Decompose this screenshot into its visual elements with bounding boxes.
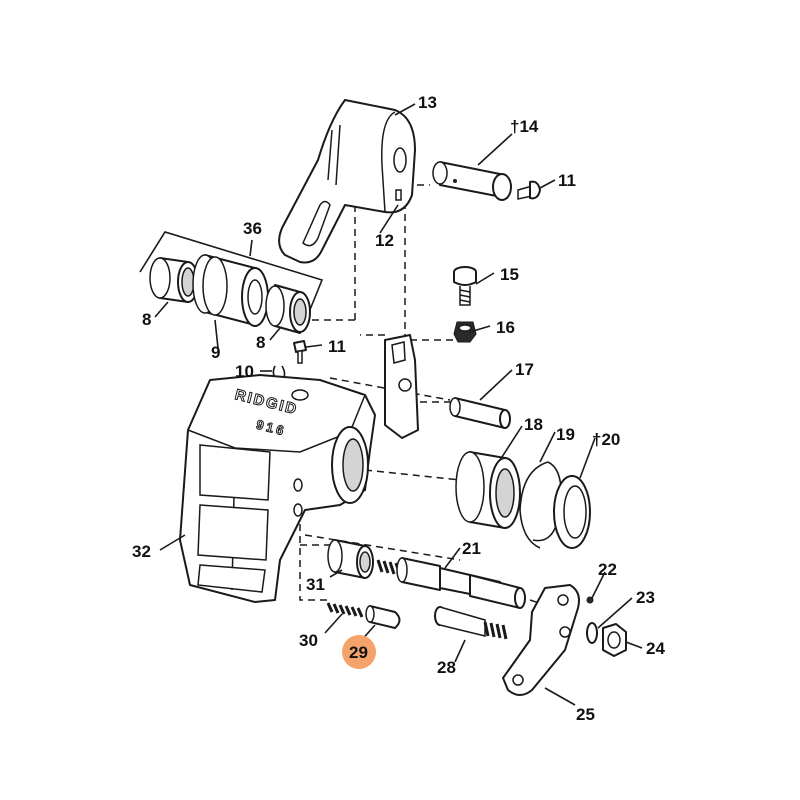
callout-11-mid: 11: [328, 337, 346, 356]
part-21-shaft: [376, 557, 526, 609]
part-8-bearing-left: [149, 257, 199, 303]
part-16-nut: [453, 321, 477, 343]
part-28-bolt: [434, 606, 508, 640]
part-30-spring: [326, 602, 364, 618]
part-11-screw-top: [517, 180, 541, 200]
callout-16: 16: [496, 318, 515, 337]
part-23-washer: [586, 622, 598, 644]
part-14-pin: [432, 161, 512, 201]
part-20-seal: [553, 475, 591, 549]
callout-8-right: 8: [256, 333, 265, 352]
callout-30: 30: [299, 631, 318, 650]
callout-19: 19: [556, 425, 575, 444]
callout-29: 29: [349, 643, 368, 662]
part-17-pin: [449, 397, 511, 429]
highlight-circle-29: [342, 635, 376, 669]
part-12-set-screw: [395, 189, 402, 201]
callout-21: 21: [462, 539, 481, 558]
leader-lines: [154, 103, 643, 706]
part-9-roller: [192, 254, 269, 327]
part-24-nut: [602, 623, 627, 657]
part-18-bearing: [455, 451, 521, 529]
callout-36: 36: [243, 219, 262, 238]
part-36-bracket: [139, 231, 324, 323]
callout-22: 22: [598, 560, 617, 579]
part-31-bearing: [327, 539, 374, 579]
callout-8-left: 8: [142, 310, 151, 329]
callout-17: 17: [515, 360, 534, 379]
callout-11-top: 11: [558, 171, 576, 190]
part-32-main-body: RIDGID 916: [179, 374, 376, 603]
callout-20: †20: [592, 430, 620, 449]
part-13-arm: [278, 99, 416, 264]
callout-24: 24: [646, 639, 665, 658]
callout-10: 10: [235, 362, 254, 381]
callout-32: 32: [132, 542, 151, 561]
callout-15: 15: [500, 265, 519, 284]
callout-28: 28: [437, 658, 456, 677]
part-8-bearing-right: [265, 284, 311, 334]
callout-25: 25: [576, 705, 595, 724]
part-15-screw: [453, 266, 477, 306]
callout-23: 23: [636, 588, 655, 607]
mount-block: [384, 334, 419, 439]
callout-31: 31: [306, 575, 325, 594]
part-22-ball: [586, 596, 594, 604]
callout-14: †14: [510, 117, 539, 136]
callout-18: 18: [524, 415, 543, 434]
part-11-screw-mid: [293, 340, 307, 364]
callout-labels: 13 †14 11 12 36 8 9 8 15 16 11 10 17 18 …: [132, 93, 665, 724]
callout-9: 9: [211, 343, 220, 362]
callout-12: 12: [375, 231, 394, 250]
part-25-link: [502, 584, 580, 696]
callout-13: 13: [418, 93, 437, 112]
part-29-plunger: [365, 605, 401, 629]
